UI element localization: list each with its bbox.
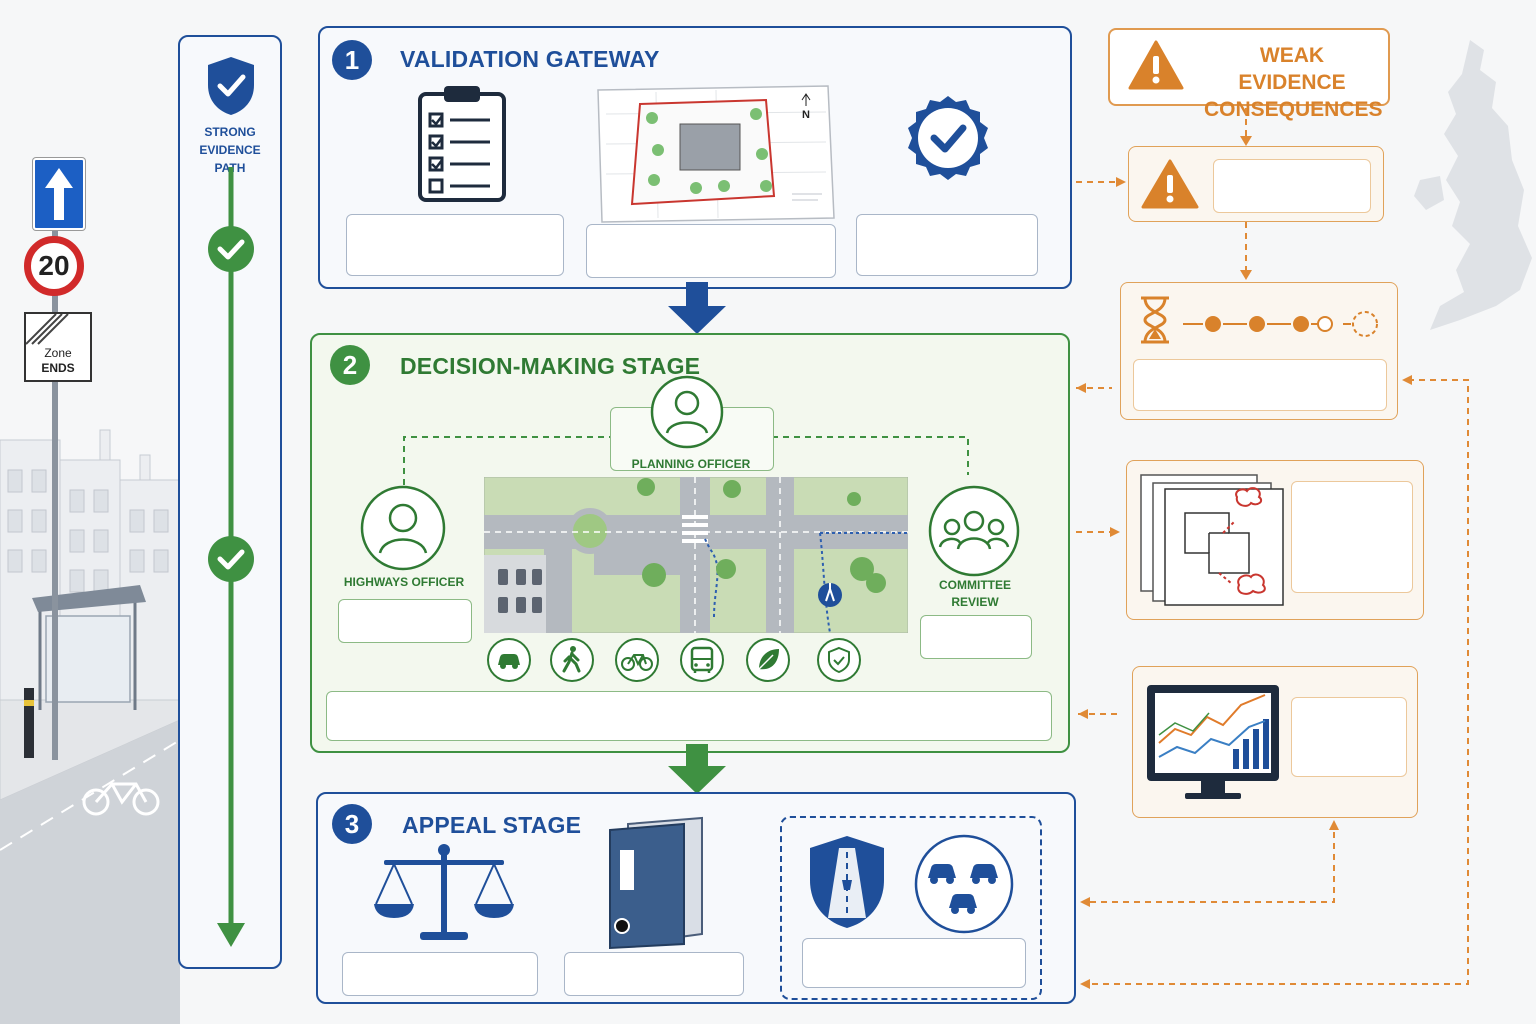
bicycle-icon (614, 637, 660, 683)
traffic-cars-icon (914, 834, 1014, 934)
checklist-clipboard-icon (416, 84, 508, 204)
evidence-binder-icon (604, 814, 714, 950)
approval-seal-check-icon (900, 92, 996, 188)
highways-officer-icon (360, 485, 446, 571)
hourglass-icon (1139, 295, 1171, 345)
flawed-plans-text-box (1291, 481, 1413, 593)
traffic-data-monitor-icon (1145, 683, 1281, 807)
warning-icon (1141, 159, 1199, 211)
weak-warning-text-box (1213, 159, 1371, 213)
uk-map-silhouette (1400, 30, 1536, 340)
committee-review-label: COMMITTEE REVIEW (912, 577, 1038, 611)
site-plan-drawing: N (596, 84, 836, 224)
road-safety-shield-icon (806, 834, 888, 930)
appeal-evidence-group (780, 816, 1042, 1000)
delay-text-box (1133, 359, 1387, 411)
checkpoint-check-icon (207, 225, 255, 273)
delay-timeline-icon (1181, 309, 1381, 339)
stage-title: VALIDATION GATEWAY (400, 46, 660, 72)
committee-line-1: COMMITTEE (939, 578, 1011, 592)
stage-number-badge: 3 (332, 804, 372, 844)
scales-of-justice-icon (372, 842, 516, 946)
weak-title-line-1: WEAK EVIDENCE (1238, 44, 1346, 94)
validation-gateway-panel: 1 VALIDATION GATEWAY (318, 26, 1072, 289)
appeal-stage-panel: 3 APPEAL STAGE (316, 792, 1076, 1004)
zone-ends-sign: Zone ENDS (24, 312, 92, 382)
shield-check-small-icon (816, 637, 862, 683)
data-monitor-card (1132, 666, 1418, 818)
pedestrian-icon (549, 637, 595, 683)
speed-limit-sign: 20 (24, 236, 84, 296)
delay-timeline-card (1120, 282, 1398, 420)
committee-line-2: REVIEW (951, 595, 999, 609)
validation-text-box-1 (346, 214, 564, 276)
flow-arrow-down (666, 282, 728, 336)
weak-evidence-header: WEAK EVIDENCE CONSEQUENCES (1108, 28, 1390, 121)
strong-evidence-path-panel: STRONG EVIDENCE PATH (178, 35, 282, 969)
highways-officer-label: HIGHWAYS OFFICER (343, 575, 465, 589)
warning-icon (1128, 40, 1184, 92)
weak-title-line-2: CONSEQUENCES (1204, 98, 1383, 121)
zone-sign-line1: Zone (44, 346, 72, 360)
committee-text-box (920, 615, 1032, 659)
one-way-sign (33, 158, 85, 230)
north-label: N (802, 109, 810, 121)
planning-officer-icon (650, 375, 724, 449)
data-monitor-text-box (1291, 697, 1407, 777)
planning-officer-label: PLANNING OFFICER (631, 457, 751, 471)
validation-text-box-2 (586, 224, 836, 278)
appeal-text-box-3 (802, 938, 1026, 988)
bus-icon (679, 637, 725, 683)
road-sign-pole (52, 220, 58, 760)
leaf-icon (745, 637, 791, 683)
validation-text-box-3 (856, 214, 1038, 276)
flawed-drawings-icon (1139, 473, 1285, 607)
zone-sign-line2: ENDS (41, 361, 75, 375)
stage-number-badge: 1 (332, 40, 372, 80)
highways-officer-text-box (338, 599, 472, 643)
street-scene (0, 380, 180, 1024)
appeal-text-box-1 (342, 952, 538, 996)
car-icon (486, 637, 532, 683)
stage-title: DECISION-MAKING STAGE (400, 353, 701, 379)
flawed-plans-card (1126, 460, 1424, 620)
shield-check-icon (204, 55, 258, 117)
weak-evidence-title: WEAK EVIDENCE CONSEQUENCES (1204, 42, 1383, 123)
appeal-text-box-2 (564, 952, 744, 996)
decision-summary-text-box (326, 691, 1052, 741)
checkpoint-check-icon (207, 535, 255, 583)
flow-arrow-down (666, 744, 728, 796)
junction-street-map (484, 477, 908, 633)
stage-title: APPEAL STAGE (402, 812, 582, 838)
stage-number-badge: 2 (330, 345, 370, 385)
decision-making-panel: 2 DECISION-MAKING STAGE PLANNING OFFICER… (310, 333, 1070, 753)
weak-warning-card (1128, 146, 1384, 222)
committee-review-icon (928, 485, 1020, 577)
